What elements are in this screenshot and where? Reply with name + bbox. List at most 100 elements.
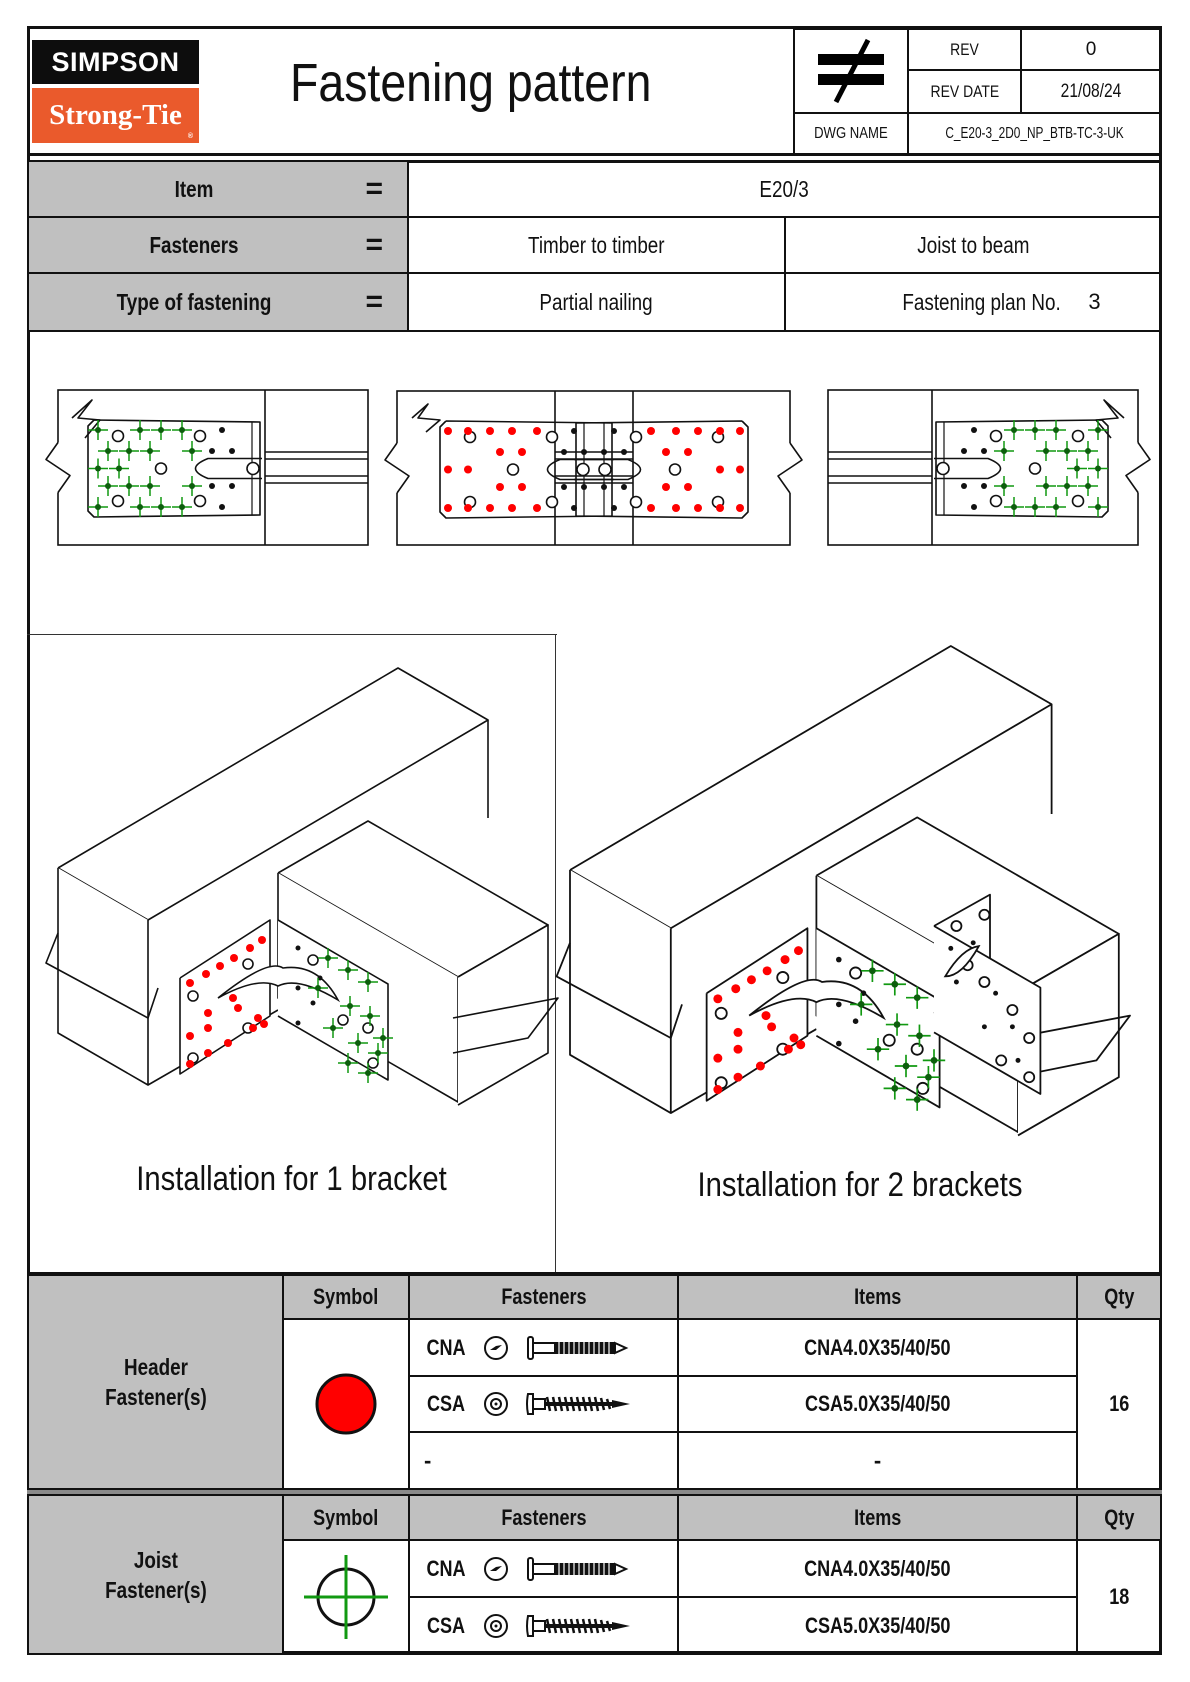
nail-hole bbox=[219, 427, 225, 433]
joist-fastener-center bbox=[1095, 465, 1101, 472]
header-fastener-mark bbox=[694, 427, 702, 435]
joist-fastener-center bbox=[1064, 448, 1070, 454]
logo-line2: Strong-Tie bbox=[49, 99, 182, 131]
col-header-items: Items bbox=[677, 1274, 1078, 1320]
bolt-hole bbox=[193, 494, 207, 508]
joist-fastener-center bbox=[1053, 504, 1059, 510]
header-fastener-mark bbox=[464, 427, 472, 435]
nail-hole bbox=[953, 979, 959, 985]
joist-fastener-center bbox=[367, 1013, 373, 1019]
break-symbol-top bbox=[1095, 399, 1125, 439]
col-header-fasteners: Fasteners bbox=[408, 1274, 679, 1320]
nail-hole bbox=[981, 1024, 987, 1030]
header-fastener-mark bbox=[694, 504, 702, 512]
header-fastener-mark bbox=[186, 1032, 194, 1040]
joist-fastener-mark bbox=[1088, 420, 1108, 440]
nail-hole bbox=[229, 483, 235, 489]
fastening-plan-number: 3 bbox=[1088, 289, 1101, 314]
bracket-rib bbox=[217, 965, 341, 1003]
joist-qty: 18 bbox=[1076, 1539, 1162, 1655]
joist-fastener-mark bbox=[140, 441, 160, 461]
nail-hole bbox=[611, 505, 617, 511]
equals-sign: = bbox=[365, 172, 383, 205]
joist-fastener-center bbox=[105, 483, 111, 489]
joist-fastener-center bbox=[1011, 427, 1017, 433]
header-fastener-mark bbox=[234, 1004, 242, 1012]
info-label-fasteners: Fasteners = bbox=[27, 216, 409, 274]
joist-fastener-csa: CSA bbox=[408, 1596, 679, 1655]
bolt-hole bbox=[111, 429, 125, 443]
nail-hole bbox=[561, 484, 567, 490]
drawing-frame bbox=[27, 26, 1162, 1654]
joist-fastener-mark bbox=[906, 986, 929, 1009]
joist-fastener-center bbox=[1011, 504, 1017, 510]
nail-hole bbox=[209, 483, 215, 489]
bolt-hole bbox=[1071, 494, 1085, 508]
rib-hole bbox=[576, 462, 590, 477]
nail-hole bbox=[1015, 1057, 1021, 1063]
nail-hole bbox=[611, 428, 617, 434]
joist-fastener-mark bbox=[172, 497, 192, 517]
header-item-csa: CSA5.0X35/40/50 bbox=[677, 1375, 1078, 1433]
header-fastener-empty: - bbox=[408, 1431, 679, 1490]
joist-fastener-center bbox=[1085, 483, 1091, 489]
joist-fastener-mark bbox=[109, 458, 129, 479]
joist-fastener-center bbox=[189, 448, 195, 454]
nail-icon bbox=[527, 1335, 629, 1360]
bolt-hole bbox=[545, 495, 559, 509]
beam-break bbox=[555, 942, 683, 1039]
joist-fastener-center bbox=[147, 483, 153, 489]
col-header-qty: Qty bbox=[1076, 1274, 1162, 1320]
joist-fastener-mark bbox=[917, 1066, 940, 1089]
bracket-rib-slot bbox=[546, 458, 614, 481]
info-label-type: Type of fastening = bbox=[27, 272, 409, 332]
joist-fastener-center bbox=[1074, 465, 1080, 472]
header-fastener-mark bbox=[733, 1072, 743, 1082]
header-fastener-mark bbox=[716, 427, 724, 435]
header-fastener-mark bbox=[518, 448, 526, 456]
bolt-hole bbox=[1023, 1032, 1036, 1044]
joist-fastener-mark bbox=[1057, 476, 1077, 496]
joist-fastener-center bbox=[891, 1085, 899, 1092]
bolt-hole bbox=[1006, 1004, 1019, 1016]
joist-fastener-mark bbox=[1046, 420, 1066, 440]
header-symbol-cell bbox=[282, 1318, 410, 1490]
joist-fastener-center bbox=[1001, 448, 1007, 454]
screw-icon bbox=[526, 1614, 630, 1637]
joist-fastener-mark bbox=[1036, 476, 1056, 496]
joist-fastener-center bbox=[365, 1070, 371, 1076]
joist-fastener-center bbox=[1001, 483, 1007, 489]
registered-mark: ® bbox=[187, 133, 193, 140]
header-fastener-mark bbox=[444, 427, 452, 435]
header-fastener-mark bbox=[249, 1024, 257, 1032]
joist-fastener-mark bbox=[360, 1006, 380, 1026]
joist-fastener-mark bbox=[140, 476, 160, 496]
joist-fastener-mark bbox=[373, 1028, 393, 1048]
bolt-hole bbox=[668, 463, 682, 476]
bracket-rib-slot bbox=[934, 457, 1002, 480]
plan-view-2 bbox=[384, 390, 803, 546]
bracket-rib-slot bbox=[194, 457, 262, 480]
header-divider-1 bbox=[27, 153, 1162, 156]
header-fastener-mark bbox=[260, 1020, 268, 1028]
joist-fastener-center bbox=[1085, 448, 1091, 454]
joist-fastener-center bbox=[105, 448, 111, 454]
joist-fastener-mark bbox=[318, 948, 338, 968]
header-fastener-mark bbox=[508, 427, 516, 435]
joist-fastener-center bbox=[380, 1035, 386, 1041]
logo-line1: SIMPSON bbox=[51, 46, 180, 77]
joist-fastener-center bbox=[913, 994, 921, 1002]
break-symbol-right bbox=[777, 442, 803, 494]
green-crosshair-symbol-icon bbox=[304, 1555, 388, 1639]
header-fastener-mark bbox=[464, 504, 472, 512]
bolt-hole bbox=[989, 494, 1003, 508]
joist-fastener-center bbox=[95, 427, 101, 433]
header-fastener-mark bbox=[496, 448, 504, 456]
table-top-border bbox=[27, 1272, 1162, 1275]
joist-fastener-mark bbox=[358, 972, 378, 992]
joist-fastener-center bbox=[913, 1096, 921, 1103]
plan-outline bbox=[827, 389, 1139, 546]
beam-top-face bbox=[569, 645, 1053, 930]
red-circle-symbol-icon bbox=[315, 1373, 377, 1435]
header-fastener-mark bbox=[202, 970, 210, 978]
